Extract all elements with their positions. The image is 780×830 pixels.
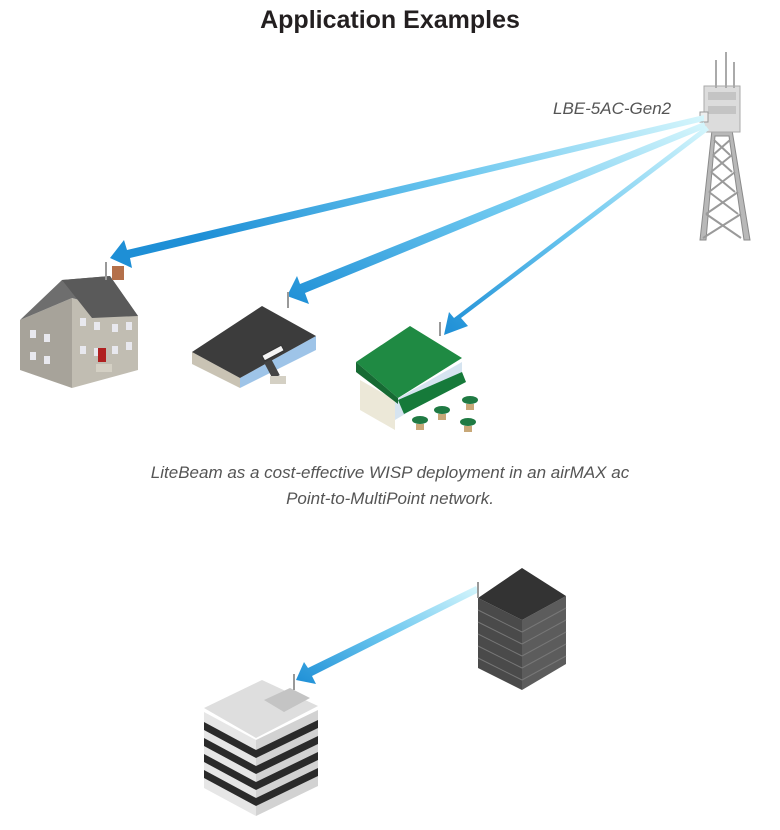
page-title: Application Examples	[260, 6, 520, 34]
link-beam-retail	[287, 122, 706, 304]
caption-line-1: LiteBeam as a cost-effective WISP deploy…	[150, 463, 630, 482]
diagram-caption: LiteBeam as a cost-effective WISP deploy…	[0, 460, 780, 512]
link-beam-ptp	[296, 586, 479, 684]
dark-office-building-icon	[477, 568, 567, 690]
tower-icon	[699, 52, 751, 241]
caption-line-2: Point-to-MultiPoint network.	[286, 489, 494, 508]
cafe-icon	[356, 322, 478, 432]
link-beam-cafe	[444, 126, 709, 335]
link-beam-house	[110, 115, 704, 268]
device-label: LBE-5AC-Gen2	[553, 99, 672, 118]
house-icon	[20, 262, 138, 388]
striped-office-building-icon	[204, 674, 318, 816]
retail-store-icon	[192, 292, 316, 388]
